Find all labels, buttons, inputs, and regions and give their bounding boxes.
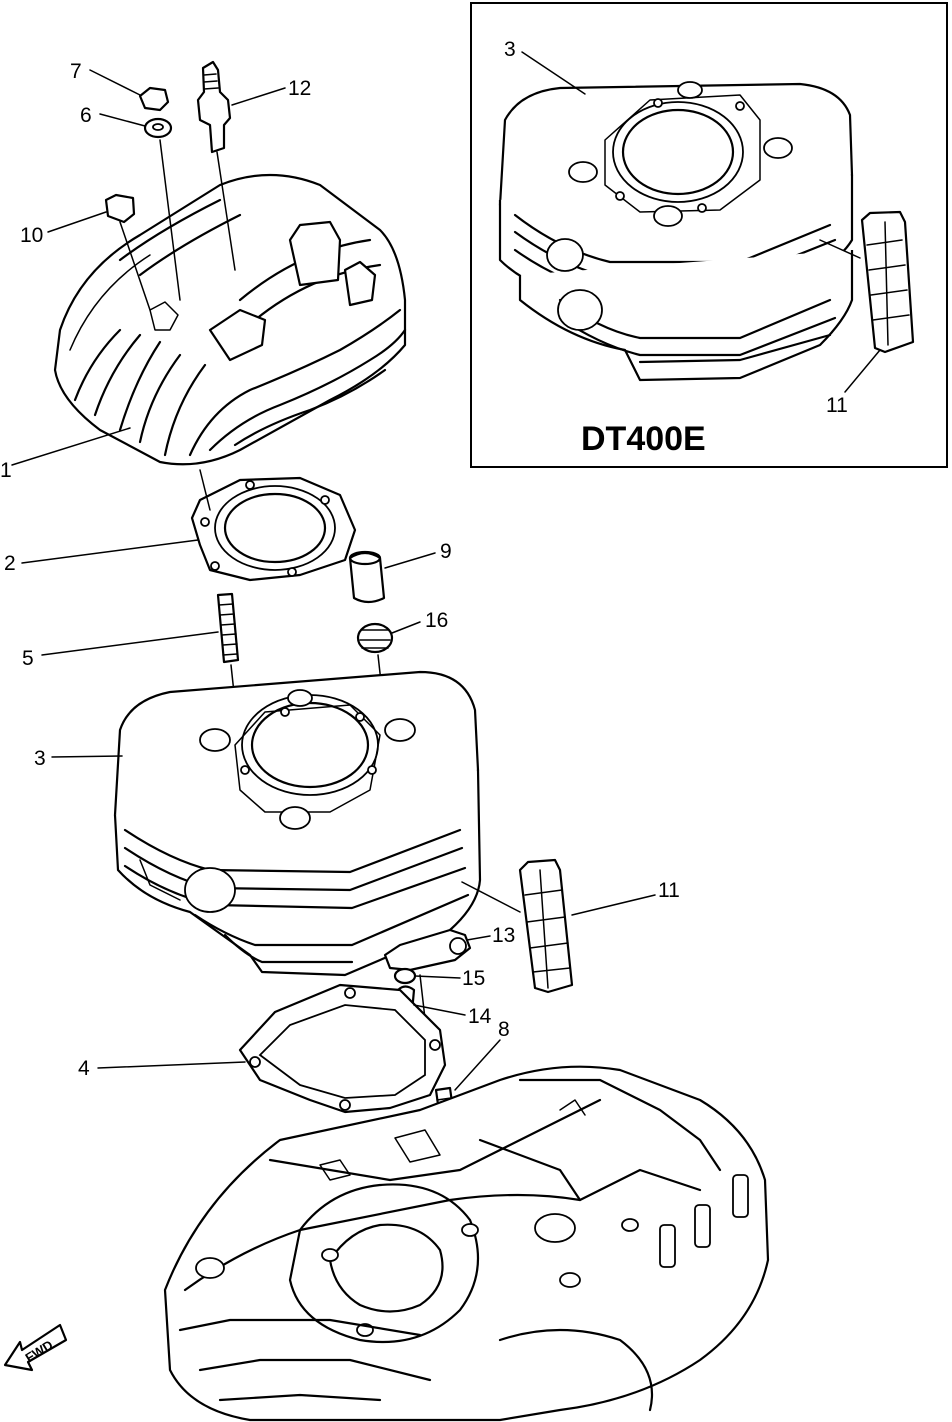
inset-cylinder (498, 81, 854, 382)
inset-callout-11: 11 (826, 394, 848, 417)
callout-15: 15 (462, 967, 485, 990)
crankcase (163, 1065, 770, 1422)
cylinder (113, 670, 482, 977)
head-gasket (190, 469, 357, 582)
nut-and-washer (138, 86, 181, 301)
inset-damper-block (860, 210, 915, 354)
inset-panel: 3 11 DT400E (470, 2, 948, 468)
callout-1: 1 (0, 459, 12, 482)
dowel-pin (348, 550, 386, 604)
callouts: 1 2 3 4 5 6 7 8 9 10 11 12 13 14 15 16 (0, 60, 680, 1091)
inset-title: DT400E (581, 420, 706, 458)
callout-10: 10 (20, 224, 43, 247)
spark-plug (196, 60, 236, 271)
callout-12: 12 (288, 77, 311, 100)
callout-3: 3 (34, 747, 46, 770)
callout-7: 7 (70, 60, 82, 83)
lock-washer (393, 967, 417, 985)
forward-arrow-marker: FWD (3, 1323, 68, 1372)
callout-16: 16 (425, 609, 448, 632)
callout-8: 8 (498, 1018, 510, 1041)
callout-11: 11 (658, 879, 680, 902)
cylinder-head (53, 173, 407, 466)
callout-4: 4 (78, 1057, 90, 1080)
inset-callout-3: 3 (504, 38, 516, 61)
clip (104, 193, 151, 311)
base-gasket (238, 983, 447, 1114)
callout-6: 6 (80, 104, 92, 127)
callout-5: 5 (22, 647, 34, 670)
callout-13: 13 (492, 924, 515, 947)
callout-9: 9 (440, 540, 452, 563)
valve-holder (383, 928, 472, 972)
callout-2: 2 (4, 552, 16, 575)
callout-14: 14 (468, 1005, 492, 1028)
damper-block (461, 858, 574, 994)
